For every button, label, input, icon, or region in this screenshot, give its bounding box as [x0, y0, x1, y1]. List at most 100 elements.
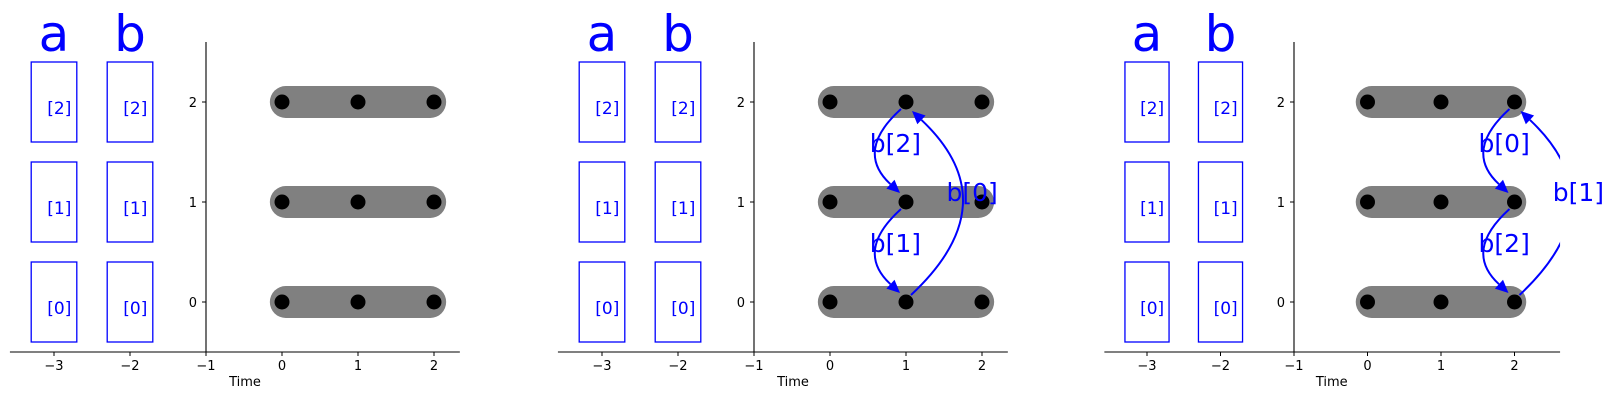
x-tick-label: −3 [44, 359, 63, 374]
array-cell-box [106, 161, 154, 243]
array-a: a[0][1][2] [30, 5, 78, 343]
transfer-arrow [1518, 111, 1561, 296]
y-tick-label: 2 [1277, 96, 1285, 111]
x-tick-label: −3 [592, 359, 611, 374]
array-name: a [1132, 5, 1163, 63]
array-cell-label: [0] [47, 299, 71, 319]
array-cell-label: [1] [123, 199, 147, 219]
time-step-dot [898, 94, 914, 110]
transfer-arrow [1482, 208, 1511, 293]
arrow-label: b[0] [946, 178, 997, 207]
time-step-dot [1360, 294, 1375, 310]
array-cell-box [30, 61, 78, 143]
processor-row [269, 186, 447, 218]
processor-row [1355, 186, 1527, 218]
x-tick-label: −1 [744, 359, 763, 374]
processor-row [1355, 86, 1527, 118]
time-step-dot [822, 194, 838, 210]
array-name: b [662, 5, 694, 63]
time-step-dot [426, 294, 442, 310]
time-step-dot [822, 294, 838, 310]
x-tick-label: 2 [978, 359, 986, 374]
processor-row [817, 186, 995, 218]
y-tick-label: 1 [737, 196, 745, 211]
array-name: a [587, 5, 618, 63]
time-step-dot [1433, 194, 1449, 210]
array-cell-label: [2] [671, 99, 695, 119]
array-b: b[0][1][2] [1197, 5, 1244, 343]
array-cell-box [1197, 161, 1244, 243]
array-cell-label: [0] [1140, 299, 1164, 319]
time-step-dot [350, 294, 366, 310]
time-step-dot [1360, 94, 1375, 110]
array-cell-label: [1] [671, 199, 695, 219]
array-cell-box [30, 161, 78, 243]
x-tick-label: −1 [196, 359, 215, 374]
x-tick-label: −3 [1137, 359, 1156, 374]
array-cell-box [30, 261, 78, 343]
time-step-dot [350, 94, 366, 110]
x-tick-label: 2 [430, 359, 438, 374]
processor-row [1355, 286, 1527, 318]
array-cell-label: [2] [47, 99, 71, 119]
time-step-dot [1433, 294, 1449, 310]
array-cell-box [654, 261, 702, 343]
array-cell-label: [1] [595, 199, 619, 219]
x-tick-label: −2 [120, 359, 139, 374]
transfer-arrow [873, 108, 902, 193]
x-tick-label: 2 [1510, 359, 1518, 374]
arrowhead [1494, 279, 1509, 293]
time-step-dot [898, 294, 914, 310]
x-tick-label: 0 [1363, 359, 1371, 374]
array-name: b [1205, 5, 1237, 63]
arrow-label: b[1] [870, 229, 921, 258]
array-cell-label: [0] [123, 299, 147, 319]
array-cell-label: [0] [1214, 299, 1238, 319]
array-cell-box [106, 261, 154, 343]
array-cell-box [578, 61, 626, 143]
array-cell-box [1197, 261, 1244, 343]
array-cell-label: [2] [595, 99, 619, 119]
array-cell-box [654, 61, 702, 143]
time-step-dot [274, 294, 290, 310]
time-step-dot [350, 194, 366, 210]
arrowhead [886, 179, 900, 193]
x-tick-label: −2 [1211, 359, 1230, 374]
arrow-label: b[2] [870, 129, 921, 158]
processor-row [269, 86, 447, 118]
arrow-label: b[1] [1553, 178, 1604, 207]
x-tick-label: 1 [902, 359, 910, 374]
array-b: b[0][1][2] [106, 5, 154, 343]
time-step-dot [822, 94, 838, 110]
arrow-curve [873, 108, 902, 185]
array-cell-box [106, 61, 154, 143]
processor-row [817, 86, 995, 118]
y-tick-label: 2 [189, 96, 197, 111]
array-cell-box [1124, 161, 1170, 243]
y-tick-label: 1 [1277, 196, 1285, 211]
arrowhead [912, 111, 926, 125]
array-cell-label: [0] [671, 299, 695, 319]
y-tick-label: 2 [737, 96, 745, 111]
y-tick-label: 0 [737, 296, 745, 311]
x-tick-label: −1 [1284, 359, 1303, 374]
time-step-dot [1507, 294, 1522, 310]
arrow-curve [1482, 108, 1511, 185]
array-cell-label: [2] [123, 99, 147, 119]
time-step-dot [426, 194, 442, 210]
time-step-dot [1507, 94, 1522, 110]
time-step-dot [274, 94, 290, 110]
array-cell-box [1124, 261, 1170, 343]
array-cell-box [654, 161, 702, 243]
x-axis-label: Time [1315, 375, 1348, 390]
array-cell-box [578, 261, 626, 343]
time-step-dot [1360, 194, 1375, 210]
time-step-dot [974, 94, 990, 110]
time-step-dot [274, 194, 290, 210]
x-tick-label: 1 [354, 359, 362, 374]
transfer-arrow [873, 208, 902, 293]
y-tick-label: 0 [189, 296, 197, 311]
